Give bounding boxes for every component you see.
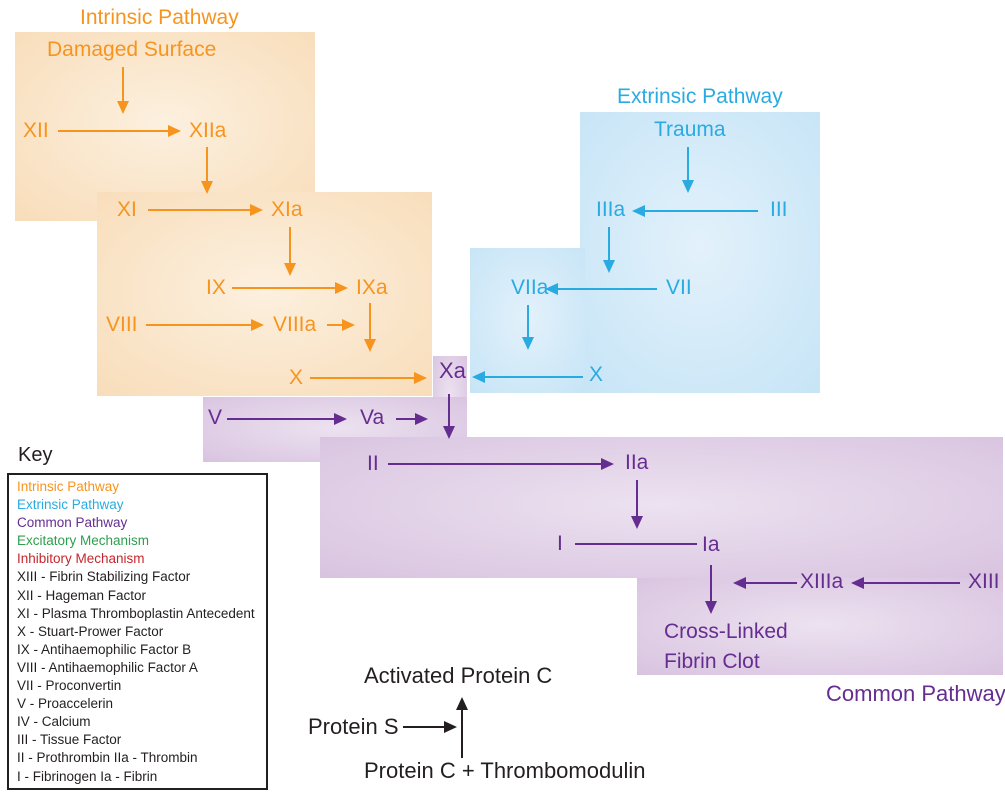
- key-entry-vii: VII - Proconvertin: [17, 678, 122, 694]
- arrow-ix-to-ixa: [232, 281, 348, 296]
- extrinsic-pathway-title: Extrinsic Pathway: [617, 85, 783, 108]
- node-va: Va: [360, 406, 385, 429]
- node-iia: IIa: [625, 451, 649, 474]
- clot-line1: Cross-Linked: [664, 620, 788, 643]
- clot-line2: Fibrin Clot: [664, 650, 760, 673]
- arrow-xiia-down: [200, 147, 215, 194]
- node-iiia: IIIa: [596, 198, 626, 221]
- arrow-ixa-down: [363, 303, 378, 352]
- arrow-ia-down: [704, 565, 719, 614]
- protein-s-label: Protein S: [308, 714, 399, 739]
- node-ix: IX: [206, 276, 226, 299]
- key-entry-iv: IV - Calcium: [17, 714, 91, 730]
- key-entry-v: V - Proaccelerin: [17, 696, 114, 712]
- arrow-damaged-surface-down: [116, 67, 131, 114]
- activated-protein-c-label: Activated Protein C: [364, 663, 553, 688]
- arrow-viii-to-viiia: [146, 318, 264, 333]
- arrow-x-to-xa-extrinsic: [472, 370, 583, 385]
- node-damaged-surface: Damaged Surface: [47, 38, 217, 61]
- arrow-xia-down: [283, 227, 298, 276]
- arrow-xii-to-xiia: [58, 124, 181, 139]
- key-entry-iii: III - Tissue Factor: [17, 732, 122, 748]
- node-iii: III: [770, 198, 788, 221]
- common-region-main: [320, 437, 1003, 578]
- arrow-x-to-xa-intrinsic: [310, 371, 427, 386]
- node-xiii: XIII: [968, 570, 1000, 593]
- key-entry-intrinsic-pathway: Intrinsic Pathway: [17, 479, 120, 494]
- key-title: Key: [18, 444, 53, 466]
- key-entry-inhibitory-mechanism: Inhibitory Mechanism: [17, 551, 145, 567]
- key-entry-common-pathway: Common Pathway: [17, 515, 128, 531]
- extrinsic-region-upper: [580, 112, 820, 393]
- intrinsic-region-upper: [15, 32, 315, 221]
- arrow-ii-to-iia: [388, 457, 614, 472]
- node-cross-linked-fibrin-clot: Cross-Linked Fibrin Clot: [664, 617, 788, 677]
- arrow-protein-s-join: [403, 720, 457, 735]
- node-vii: VII: [666, 276, 692, 299]
- node-viii: VIII: [106, 313, 138, 336]
- key-entry-extrinsic-pathway: Extrinsic Pathway: [17, 497, 124, 513]
- node-x-extrinsic: X: [589, 363, 604, 386]
- arrow-iia-down: [630, 480, 645, 529]
- common-region-lower: [637, 578, 1003, 675]
- key-entry-viii: VIII - Antihaemophilic Factor A: [17, 659, 198, 675]
- arrow-viia-down: [521, 305, 536, 350]
- intrinsic-region-lower: [97, 192, 432, 396]
- key-entry-ii: II - Prothrombin IIa - Thrombin: [17, 750, 198, 766]
- arrow-iiia-down: [602, 227, 617, 273]
- arrow-va-join: [396, 412, 428, 427]
- arrow-xi-to-xia: [148, 203, 263, 218]
- arrow-xa-down: [442, 394, 457, 439]
- node-xia: XIa: [271, 198, 303, 221]
- node-xii: XII: [23, 119, 49, 142]
- node-viia: VIIa: [511, 276, 549, 299]
- node-xiiia: XIIIa: [800, 570, 844, 593]
- arrow-iii-to-iiia: [632, 204, 758, 219]
- arrow-v-to-va: [227, 412, 347, 427]
- node-v: V: [208, 406, 223, 429]
- key-entry-xii: XII - Hageman Factor: [17, 587, 147, 603]
- arrow-xiiia-to-clot: [733, 576, 797, 591]
- key-entry-i: I - Fibrinogen Ia - Fibrin: [17, 768, 158, 784]
- node-xi: XI: [117, 198, 137, 221]
- arrow-vii-to-viia: [545, 282, 657, 297]
- node-ixa: IXa: [356, 276, 388, 299]
- key-entry-excitatory-mechanism: Excitatory Mechanism: [17, 533, 150, 549]
- arrow-xiii-to-xiiia: [851, 576, 960, 591]
- node-i: I: [557, 532, 563, 555]
- key-entry-x: X - Stuart-Prower Factor: [17, 623, 164, 639]
- intrinsic-pathway-title: Intrinsic Pathway: [80, 6, 239, 29]
- arrow-trauma-down: [681, 147, 696, 193]
- protein-c-thrombomodulin-label: Protein C + Thrombomodulin: [364, 758, 646, 783]
- node-viiia: VIIIa: [273, 313, 317, 336]
- key-entry-ix: IX - Antihaemophilic Factor B: [17, 641, 192, 657]
- node-ia: Ia: [702, 533, 720, 556]
- common-pathway-title: Common Pathway: [826, 681, 1005, 706]
- arrow-viiia-join: [327, 318, 355, 333]
- node-xa: Xa: [439, 358, 466, 383]
- key-entry-xiii: XIII - Fibrin Stabilizing Factor: [17, 569, 191, 585]
- node-xiia: XIIa: [189, 119, 227, 142]
- node-trauma: Trauma: [654, 118, 726, 141]
- line-i-to-ia: [575, 543, 697, 546]
- node-x-intrinsic: X: [289, 366, 304, 389]
- arrow-protein-c-up: [455, 697, 470, 758]
- key-entry-xi: XI - Plasma Thromboplastin Antecedent: [17, 605, 255, 621]
- node-ii: II: [367, 452, 379, 475]
